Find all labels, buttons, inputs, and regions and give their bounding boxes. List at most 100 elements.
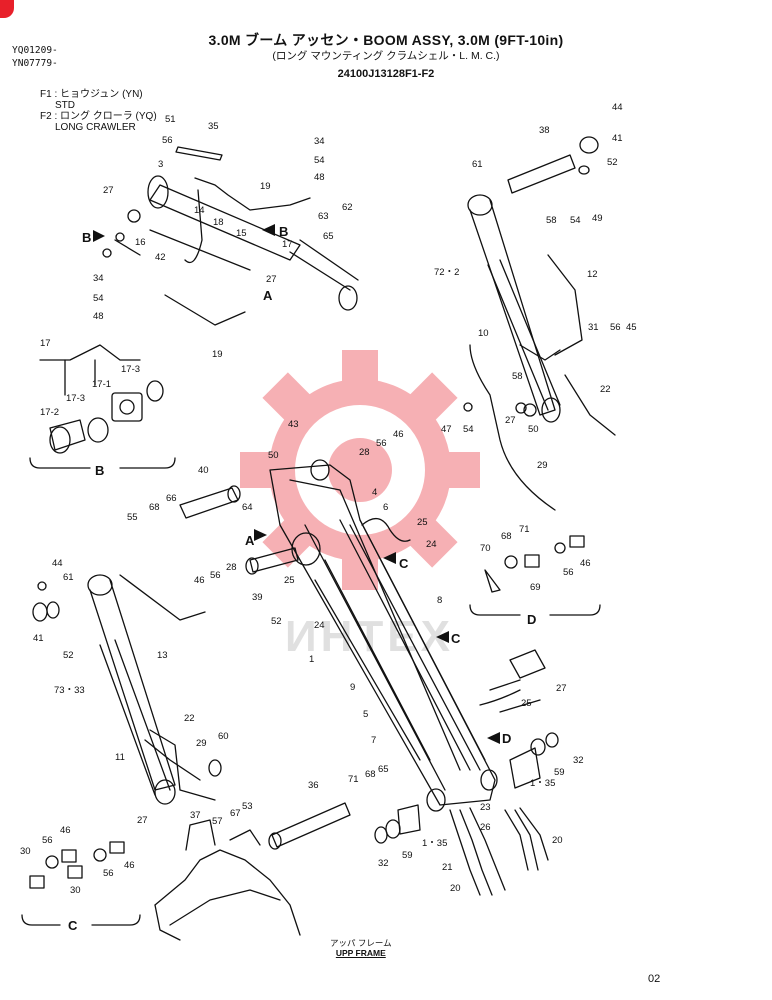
part-number-label: 73・33 bbox=[54, 685, 85, 696]
view-marker-a: A bbox=[245, 533, 255, 548]
part-number-label: 16 bbox=[135, 237, 146, 248]
part-number-label: 59 bbox=[554, 767, 565, 778]
part-number-label: 51 bbox=[165, 114, 176, 125]
page-title: 3.0M ブーム アッセン・BOOM ASSY, 3.0M (9FT-10in) bbox=[208, 32, 564, 48]
part-number-label: 40 bbox=[198, 465, 209, 476]
part-number-label: 44 bbox=[612, 102, 623, 113]
part-number-label: 27 bbox=[266, 274, 277, 285]
part-number-label: 46 bbox=[194, 575, 205, 586]
part-number-label: 54 bbox=[314, 155, 325, 166]
part-number-label: 71 bbox=[348, 774, 359, 785]
part-number-label: 21 bbox=[442, 862, 453, 873]
part-number-labels: 5135563345448196263271418151765164227345… bbox=[20, 102, 637, 896]
part-number-label: 52 bbox=[607, 157, 618, 168]
watermark-text: ИНТЕХ bbox=[285, 612, 454, 661]
part-number-label: 17-2 bbox=[40, 407, 59, 418]
part-number-label: 52 bbox=[271, 616, 282, 627]
part-number-label: 70 bbox=[480, 543, 491, 554]
view-arrows bbox=[93, 224, 500, 744]
part-number-label: 53 bbox=[242, 801, 253, 812]
part-number-label: 25 bbox=[417, 517, 428, 528]
part-number-label: 56 bbox=[376, 438, 387, 449]
part-number-label: 36 bbox=[308, 780, 319, 791]
part-number-label: 56 bbox=[563, 567, 574, 578]
arm-cylinder-top-left bbox=[102, 146, 359, 326]
view-marker-a-top: A bbox=[263, 288, 273, 303]
part-number-label: 1・35 bbox=[530, 778, 555, 789]
boom-pins bbox=[119, 485, 351, 850]
part-number-label: 6 bbox=[383, 502, 388, 513]
serial-yq: YQ01209- bbox=[12, 45, 58, 56]
part-number-label: 52 bbox=[63, 650, 74, 661]
part-number-label: 65 bbox=[323, 231, 334, 242]
part-number-label: 48 bbox=[93, 311, 104, 322]
part-number-label: 35 bbox=[208, 121, 219, 132]
part-number-label: 69 bbox=[530, 582, 541, 593]
detail-b-fittings bbox=[29, 344, 176, 469]
part-number-label: 15 bbox=[236, 228, 247, 239]
part-number-label: 54 bbox=[93, 293, 104, 304]
part-number-label: 18 bbox=[213, 217, 224, 228]
part-number-label: 23 bbox=[480, 802, 491, 813]
part-number-label: 68 bbox=[501, 531, 512, 542]
boom-body bbox=[269, 459, 541, 812]
part-number-label: 58 bbox=[512, 371, 523, 382]
part-number-label: 17-1 bbox=[92, 379, 111, 390]
corner-mark bbox=[0, 0, 14, 18]
part-number-label: 49 bbox=[592, 213, 603, 224]
part-number-label: 30 bbox=[70, 885, 81, 896]
part-number-label: 1・35 bbox=[422, 838, 447, 849]
part-number-label: 27 bbox=[556, 683, 567, 694]
part-number-label: 26 bbox=[480, 822, 491, 833]
part-number-label: 45 bbox=[626, 322, 637, 333]
part-number-label: 5 bbox=[363, 709, 368, 720]
legend-f2-en: LONG CRAWLER bbox=[55, 122, 136, 133]
part-number-label: 14 bbox=[194, 205, 205, 216]
view-marker-c-right: C bbox=[451, 631, 461, 646]
part-number-label: 65 bbox=[378, 764, 389, 775]
part-number-label: 63 bbox=[318, 211, 329, 222]
part-number-label: 20 bbox=[552, 835, 563, 846]
serial-yn: YN07779- bbox=[12, 58, 58, 69]
right-cylinder bbox=[463, 136, 616, 511]
part-number-label: 8 bbox=[437, 595, 442, 606]
part-number-label: 56 bbox=[42, 835, 53, 846]
part-number-label: 24 bbox=[426, 539, 437, 550]
part-number-label: 50 bbox=[268, 450, 279, 461]
part-number-label: 46 bbox=[393, 429, 404, 440]
legend-f1: F1 : ヒョウジュン (YN) bbox=[40, 89, 143, 100]
part-number-label: 30 bbox=[20, 846, 31, 857]
part-number-label: 41 bbox=[33, 633, 44, 644]
part-number-label: 22 bbox=[184, 713, 195, 724]
part-number-label: 48 bbox=[314, 172, 325, 183]
part-number-label: 22 bbox=[600, 384, 611, 395]
part-number-label: 25 bbox=[284, 575, 295, 586]
part-number-label: 19 bbox=[260, 181, 271, 192]
view-marker-d: D bbox=[502, 731, 511, 746]
part-number-label: 46 bbox=[580, 558, 591, 569]
part-number-label: 64 bbox=[242, 502, 253, 513]
legend-f2: F2 : ロング クローラ (YQ) bbox=[40, 111, 157, 122]
part-number-label: 56 bbox=[103, 868, 114, 879]
part-number-label: 43 bbox=[288, 419, 299, 430]
part-number-label: 42 bbox=[155, 252, 166, 263]
part-number-label: 10 bbox=[478, 328, 489, 339]
part-number-label: 59 bbox=[402, 850, 413, 861]
part-number-label: 68 bbox=[365, 769, 376, 780]
part-number-label: 29 bbox=[196, 738, 207, 749]
part-number-label: 4 bbox=[372, 487, 377, 498]
frame-label-jp: アッパ フレーム bbox=[330, 938, 392, 948]
frame-label-en: UPP FRAME bbox=[335, 948, 386, 958]
legend-f1-en: STD bbox=[55, 100, 75, 111]
part-number-label: 41 bbox=[612, 133, 623, 144]
boom-foot-spacers bbox=[374, 732, 559, 844]
part-number-label: 46 bbox=[60, 825, 71, 836]
part-number-label: 56 bbox=[210, 570, 221, 581]
part-number-label: 34 bbox=[314, 136, 325, 147]
left-cylinder bbox=[32, 574, 222, 805]
detail-d-label: D bbox=[527, 612, 536, 627]
detail-c-fittings bbox=[21, 841, 141, 926]
part-number-label: 13 bbox=[157, 650, 168, 661]
part-number-label: 9 bbox=[350, 682, 355, 693]
